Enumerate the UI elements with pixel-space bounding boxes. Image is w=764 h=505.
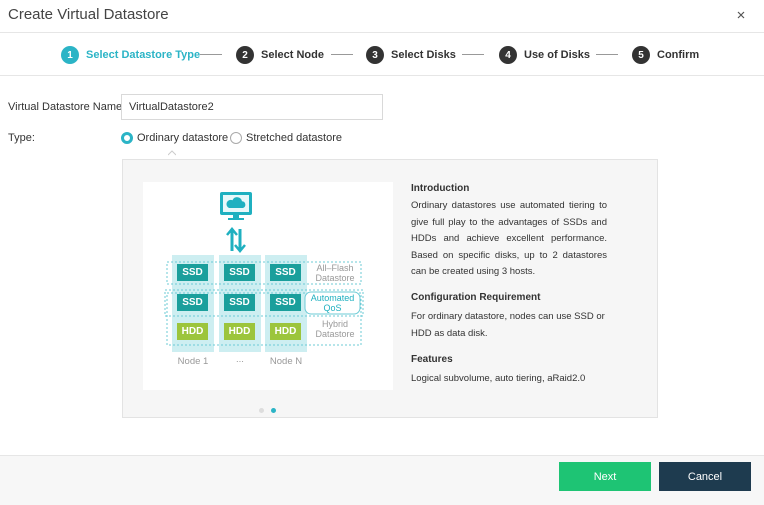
step-label: Use of Disks bbox=[524, 49, 591, 61]
radio-label: Ordinary datastore bbox=[137, 132, 229, 144]
step-divider bbox=[331, 54, 353, 55]
step-number: 2 bbox=[236, 46, 254, 64]
radio-stretched-datastore[interactable]: Stretched datastore bbox=[230, 131, 342, 145]
disk-label-ssd: SSD bbox=[182, 297, 203, 308]
hybrid-label: Hybrid Datastore bbox=[307, 319, 363, 339]
datastore-illustration: SSD SSD SSD SSD SSD SSD HDD HDD HDD All–… bbox=[143, 182, 393, 390]
node-label: ... bbox=[236, 354, 244, 365]
hybrid-line1: Hybrid bbox=[321, 319, 348, 329]
disk-label-ssd: SSD bbox=[275, 267, 296, 278]
disk-label-ssd: SSD bbox=[229, 267, 250, 278]
features-section: Features Logical subvolume, auto tiering… bbox=[411, 353, 607, 388]
step-use-of-disks: 4 Use of Disks bbox=[499, 45, 590, 65]
config-text: For ordinary datastore, nodes can use SS… bbox=[411, 311, 605, 339]
pager-dot-active[interactable] bbox=[271, 408, 276, 413]
node-label: Node 1 bbox=[177, 356, 209, 367]
step-number: 1 bbox=[61, 46, 79, 64]
automated-qos-label: Automated QoS bbox=[305, 293, 360, 313]
intro-title: Introduction bbox=[411, 183, 470, 194]
disk-label-hdd: HDD bbox=[181, 326, 204, 337]
step-divider bbox=[462, 54, 484, 55]
disk-label-ssd: SSD bbox=[229, 297, 250, 308]
step-label: Confirm bbox=[657, 49, 700, 61]
step-select-disks: 3 Select Disks bbox=[366, 45, 456, 65]
config-title: Configuration Requirement bbox=[411, 292, 541, 303]
features-text: Logical subvolume, auto tiering, aRaid2.… bbox=[411, 373, 586, 384]
close-icon[interactable] bbox=[734, 8, 748, 22]
intro-text: Ordinary datastores use automated tierin… bbox=[411, 200, 607, 277]
caret-up-icon bbox=[168, 150, 176, 156]
datastore-type-panel: SSD SSD SSD SSD SSD SSD HDD HDD HDD All–… bbox=[122, 159, 658, 418]
hybrid-line2: Datastore bbox=[315, 329, 355, 339]
radio-ordinary-datastore[interactable]: Ordinary datastore bbox=[121, 131, 228, 145]
step-label: Select Node bbox=[261, 49, 324, 61]
up-down-arrows-icon bbox=[226, 227, 246, 253]
step-select-datastore-type: 1 Select Datastore Type bbox=[61, 45, 200, 65]
step-confirm: 5 Confirm bbox=[632, 45, 699, 65]
step-number: 3 bbox=[366, 46, 384, 64]
type-label: Type: bbox=[8, 132, 35, 144]
step-divider bbox=[200, 54, 222, 55]
step-select-node: 2 Select Node bbox=[236, 45, 324, 65]
intro-section: Introduction Ordinary datastores use aut… bbox=[411, 182, 607, 281]
automated-line1: Automated bbox=[310, 293, 355, 303]
wizard-steps: 1 Select Datastore Type 2 Select Node 3 … bbox=[0, 32, 764, 76]
radio-checked-icon bbox=[121, 132, 133, 144]
config-section: Configuration Requirement For ordinary d… bbox=[411, 291, 607, 342]
next-button[interactable]: Next bbox=[559, 462, 651, 491]
pager-dot[interactable] bbox=[259, 408, 264, 413]
all-flash-line1: All–Flash bbox=[316, 263, 354, 273]
node-label: Node N bbox=[269, 356, 303, 367]
datastore-name-label: Virtual Datastore Name: bbox=[8, 101, 126, 113]
all-flash-label: All–Flash Datastore bbox=[307, 263, 363, 283]
radio-label: Stretched datastore bbox=[246, 132, 343, 144]
carousel-pager bbox=[259, 408, 283, 413]
radio-unchecked-icon bbox=[230, 132, 242, 144]
step-label: Select Disks bbox=[391, 49, 456, 61]
datastore-name-input[interactable] bbox=[121, 94, 383, 120]
dialog-header: Create Virtual Datastore bbox=[0, 0, 764, 32]
cancel-button[interactable]: Cancel bbox=[659, 462, 751, 491]
disk-label-ssd: SSD bbox=[182, 267, 203, 278]
disk-label-ssd: SSD bbox=[275, 297, 296, 308]
disk-label-hdd: HDD bbox=[274, 326, 297, 337]
step-divider bbox=[596, 54, 618, 55]
dialog-title: Create Virtual Datastore bbox=[8, 6, 169, 23]
step-number: 4 bbox=[499, 46, 517, 64]
automated-line2: QoS bbox=[323, 303, 342, 313]
step-number: 5 bbox=[632, 46, 650, 64]
step-label: Select Datastore Type bbox=[86, 49, 201, 61]
monitor-cloud-icon bbox=[220, 192, 252, 220]
disk-label-hdd: HDD bbox=[228, 326, 251, 337]
all-flash-line2: Datastore bbox=[315, 273, 355, 283]
features-title: Features bbox=[411, 354, 453, 365]
dialog-footer: Next Cancel bbox=[0, 455, 764, 505]
